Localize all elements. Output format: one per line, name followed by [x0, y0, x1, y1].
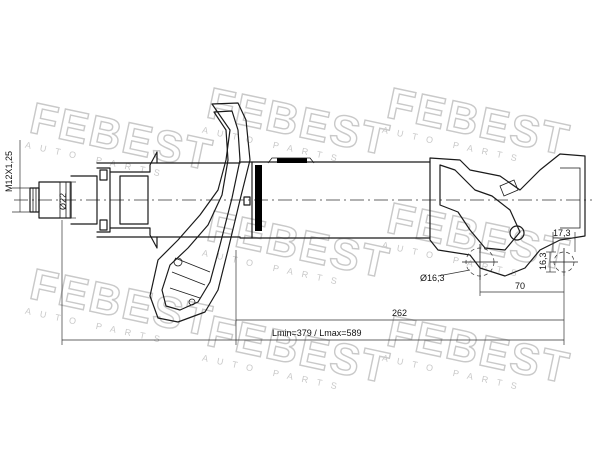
bracket-bolt-hole — [509, 225, 525, 241]
watermark-logo: FEBEST AUTO PARTS — [201, 306, 395, 394]
watermark-logo: FEBEST AUTO PARTS — [381, 193, 575, 281]
seat-to-hole-label: 262 — [392, 308, 407, 318]
watermark-logo: FEBEST AUTO PARTS — [24, 93, 218, 181]
thread-size-label: M12X1,25 — [4, 151, 14, 192]
hole-offset-label: 70 — [515, 281, 525, 291]
slot-height-label: 16,3 — [538, 252, 548, 270]
spring-seat — [149, 102, 251, 323]
watermark-layer: FEBEST AUTO PARTS FEBEST AUTO PARTS FEBE… — [24, 78, 575, 394]
cylinder-outline — [96, 162, 241, 238]
damper-tube — [239, 157, 431, 239]
watermark-logo: FEBEST AUTO PARTS — [201, 201, 395, 289]
rod-body — [38, 181, 72, 219]
clip-band — [277, 158, 307, 163]
watermark-logo: FEBEST AUTO PARTS — [381, 306, 575, 394]
piston-rod — [29, 175, 98, 225]
upper-cylinder — [96, 151, 241, 249]
dust-boot — [70, 175, 98, 225]
hole-diameter-label: Ø16,3 — [420, 273, 445, 283]
stop-ring — [255, 165, 262, 231]
length-range-label: Lmin=379 / Lmax=589 — [272, 328, 362, 338]
rod-diameter-label: Ø22 — [58, 193, 68, 210]
slot-width-label: 17,3 — [553, 228, 571, 238]
rod-thread-end — [29, 187, 40, 213]
dimension-lines — [12, 140, 576, 345]
watermark-logo: FEBEST AUTO PARTS — [381, 78, 575, 166]
tube-outline — [239, 161, 431, 239]
